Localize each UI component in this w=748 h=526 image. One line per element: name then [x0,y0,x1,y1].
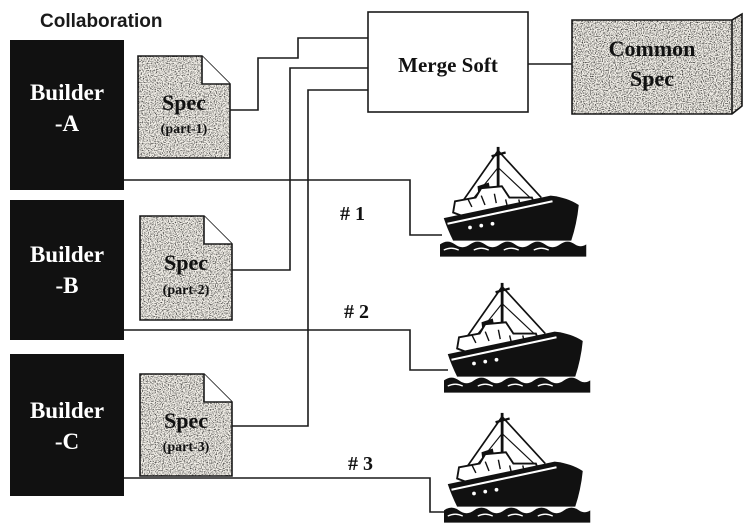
merge-soft-box: Merge Soft [368,12,528,112]
ship-1-icon [440,147,586,257]
builder-b-line1: Builder [30,242,104,267]
ship-1-label: # 1 [340,203,365,225]
builder-b-line2: -B [56,273,79,298]
ship-3-label: # 3 [348,453,373,475]
ship-2-icon [444,283,590,393]
common-spec-line2: Spec [630,66,674,91]
common-spec-box: Common Spec [572,14,742,114]
spec-2-label: Spec [164,250,208,275]
spec-3-part: (part-3) [163,440,210,455]
builder-a-line1: Builder [30,80,104,105]
ship-3: # 3 [348,413,590,523]
builder-b: Builder -B [10,200,124,340]
spec-3-label: Spec [164,408,208,433]
connector-spec3-merge [232,90,368,426]
spec-2-part: (part-2) [163,283,210,298]
spec-document-3: Spec (part-3) [140,374,232,476]
spec-document-1: Spec (part-1) [138,56,230,158]
diagram-title: Collaboration [40,11,162,32]
builder-a: Builder -A [10,40,124,190]
connector-spec2-merge [232,68,368,270]
common-spec-line1: Common [609,36,696,61]
builder-a-line2: -A [55,111,80,136]
spec-1-part: (part-1) [161,122,208,137]
merge-soft-label: Merge Soft [398,53,498,77]
ship-2: # 2 [344,283,590,393]
ship-3-icon [444,413,590,523]
spec-1-label: Spec [162,90,206,115]
ship-1: # 1 [340,147,586,257]
builder-c: Builder -C [10,354,124,496]
connector-builderB-ship2 [124,330,448,370]
builder-c-line2: -C [55,429,79,454]
spec-document-2: Spec (part-2) [140,216,232,320]
connector-spec1-merge [230,38,368,110]
ship-2-label: # 2 [344,301,369,323]
builder-c-line1: Builder [30,398,104,423]
connector-builderC-ship3 [124,478,446,512]
